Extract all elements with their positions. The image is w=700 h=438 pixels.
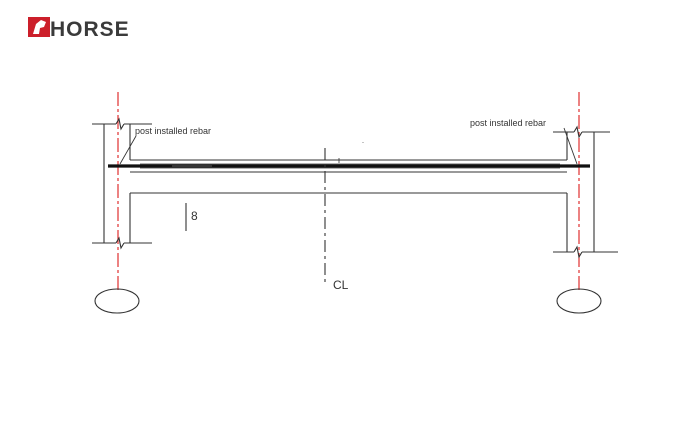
- right-leader-line: [563, 127, 578, 165]
- left-axis-bubble: [94, 288, 140, 314]
- centerline-label: CL: [333, 278, 349, 292]
- left-leader-line: [119, 135, 137, 165]
- logo-text: HORSE: [50, 18, 130, 41]
- right-axis-bubble: [556, 288, 602, 314]
- right-rebar-label: post installed rebar: [470, 118, 546, 128]
- left-rebar-label: post installed rebar: [135, 126, 211, 136]
- left-column: [92, 117, 152, 250]
- right-column: [553, 125, 618, 259]
- beam-outline: [130, 159, 567, 194]
- dimension-label: 8: [191, 209, 198, 223]
- horse-head-icon: [28, 17, 50, 37]
- brand-logo: HORSE: [28, 17, 130, 41]
